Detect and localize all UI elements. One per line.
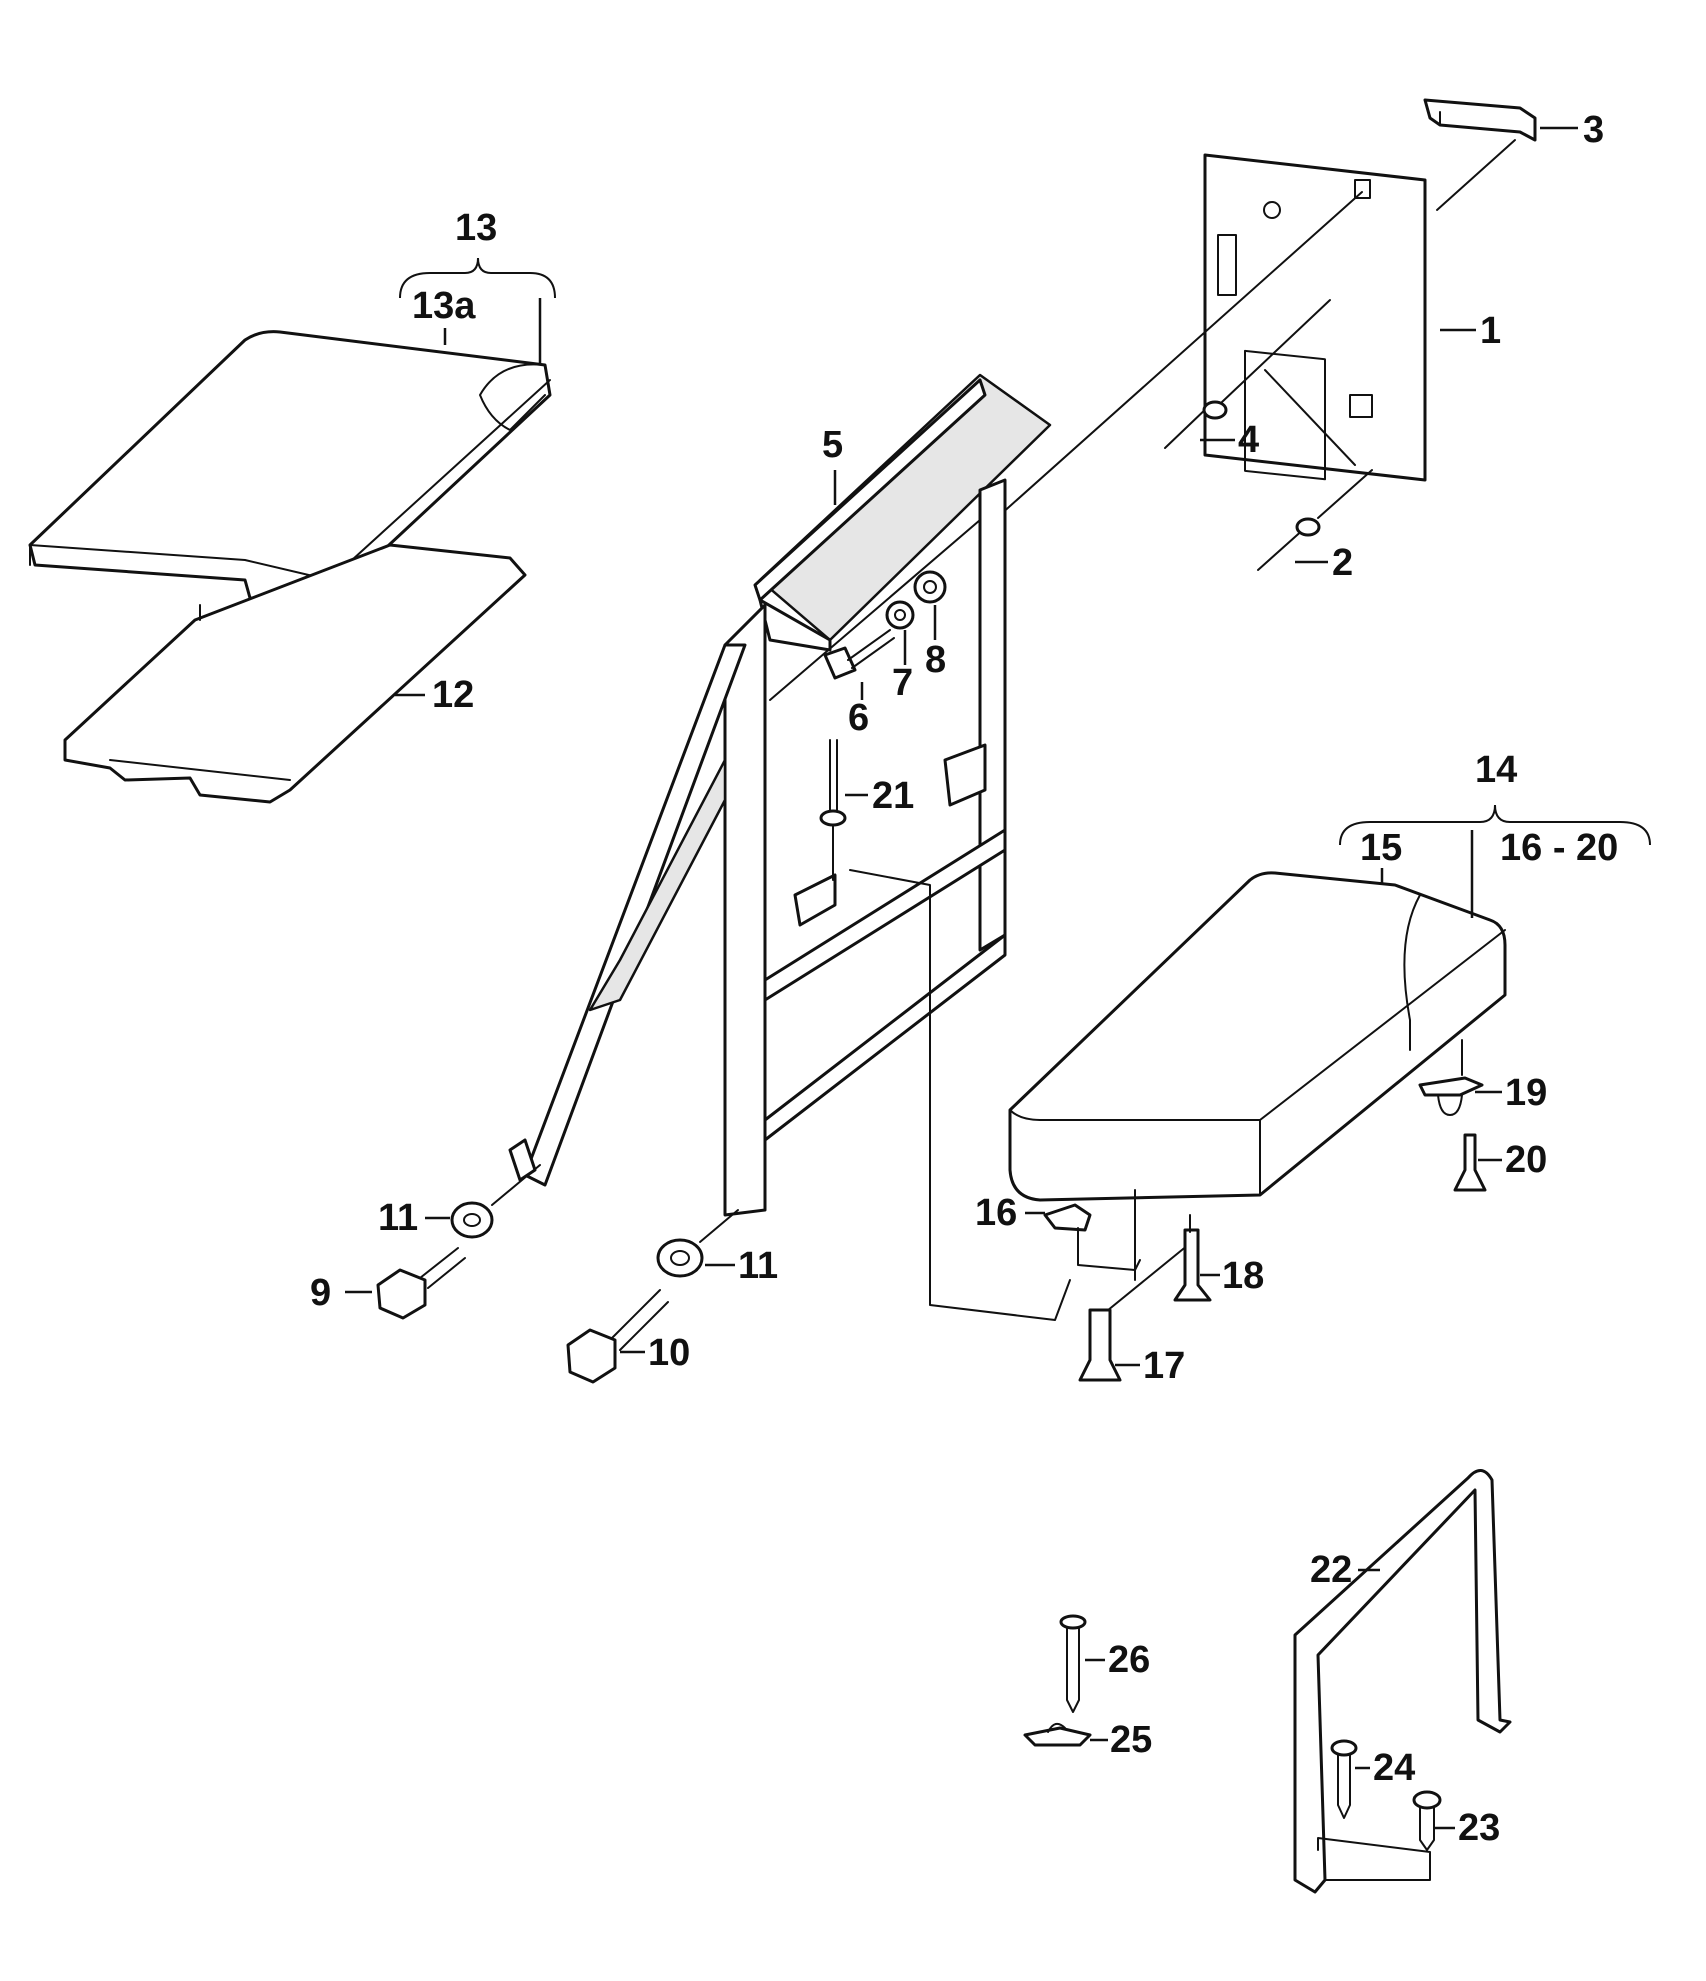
callout-7: 7 bbox=[892, 662, 913, 704]
callout-4: 4 bbox=[1238, 419, 1259, 461]
part-25-clip bbox=[1023, 1722, 1092, 1747]
callout-2: 2 bbox=[1332, 542, 1353, 584]
callout-1: 1 bbox=[1480, 310, 1501, 352]
callout-21: 21 bbox=[872, 775, 914, 817]
assembly-line-bracket bbox=[1436, 139, 1516, 211]
callout-8: 8 bbox=[925, 639, 946, 681]
callout-20: 20 bbox=[1505, 1139, 1547, 1181]
part-11-washer-left bbox=[450, 1164, 541, 1239]
assembly-line-frame bbox=[849, 869, 1071, 1321]
callout-5: 5 bbox=[822, 424, 843, 466]
part-19-clip bbox=[1418, 1039, 1484, 1116]
callout-17: 17 bbox=[1143, 1345, 1185, 1387]
part-10-bolt bbox=[566, 1289, 669, 1384]
part-22-grab-handle bbox=[1293, 1469, 1512, 1894]
part-9-bolt bbox=[376, 1247, 466, 1320]
part-23-screw bbox=[1412, 1790, 1442, 1851]
part-12-backrest-board bbox=[63, 543, 527, 804]
brace-14 bbox=[1339, 804, 1651, 846]
part-2-pin bbox=[1257, 469, 1373, 571]
part-24-screw bbox=[1330, 1739, 1358, 1819]
brace-13 bbox=[399, 257, 556, 299]
part-1-rear-panel bbox=[1203, 153, 1427, 482]
callout-25: 25 bbox=[1110, 1719, 1152, 1761]
part-16-bracket bbox=[1043, 1189, 1141, 1281]
part-21-pin bbox=[819, 739, 847, 881]
callout-9: 9 bbox=[310, 1272, 331, 1314]
part-7-washer bbox=[885, 600, 915, 630]
callout-11-right: 11 bbox=[738, 1245, 778, 1287]
part-5-seat-frame bbox=[508, 373, 1052, 1217]
callout-12: 12 bbox=[432, 674, 474, 716]
part-6-bolt bbox=[823, 629, 895, 680]
callout-6: 6 bbox=[848, 697, 869, 739]
callout-3: 3 bbox=[1583, 109, 1604, 151]
callout-13a: 13a bbox=[412, 285, 476, 327]
assembly-line-panel bbox=[999, 191, 1363, 516]
callout-14: 14 bbox=[1475, 749, 1517, 791]
callout-18: 18 bbox=[1222, 1255, 1264, 1297]
callout-24: 24 bbox=[1373, 1747, 1415, 1789]
callout-16-20: 16 - 20 bbox=[1500, 827, 1618, 869]
callout-15: 15 bbox=[1360, 827, 1402, 869]
callout-19: 19 bbox=[1505, 1072, 1547, 1114]
part-8-washer bbox=[913, 570, 947, 604]
part-14-seat-cushion bbox=[1008, 871, 1507, 1202]
part-11-washer-right bbox=[656, 1209, 739, 1278]
part-17-screw bbox=[1078, 1244, 1189, 1382]
callout-22: 22 bbox=[1310, 1549, 1352, 1591]
callout-16: 16 bbox=[975, 1192, 1017, 1234]
part-4-pin bbox=[1164, 299, 1331, 449]
callout-11-left: 11 bbox=[378, 1197, 418, 1239]
part-18-screw bbox=[1173, 1214, 1212, 1302]
callout-10: 10 bbox=[648, 1332, 690, 1374]
part-20-screw bbox=[1453, 1133, 1487, 1192]
callout-13: 13 bbox=[455, 207, 497, 249]
leader-lines bbox=[345, 126, 1578, 1830]
assembly-line-pin bbox=[1264, 369, 1356, 466]
callout-23: 23 bbox=[1458, 1807, 1500, 1849]
part-26-screw bbox=[1059, 1614, 1087, 1713]
part-3-bracket bbox=[1423, 98, 1537, 142]
callout-26: 26 bbox=[1108, 1639, 1150, 1681]
